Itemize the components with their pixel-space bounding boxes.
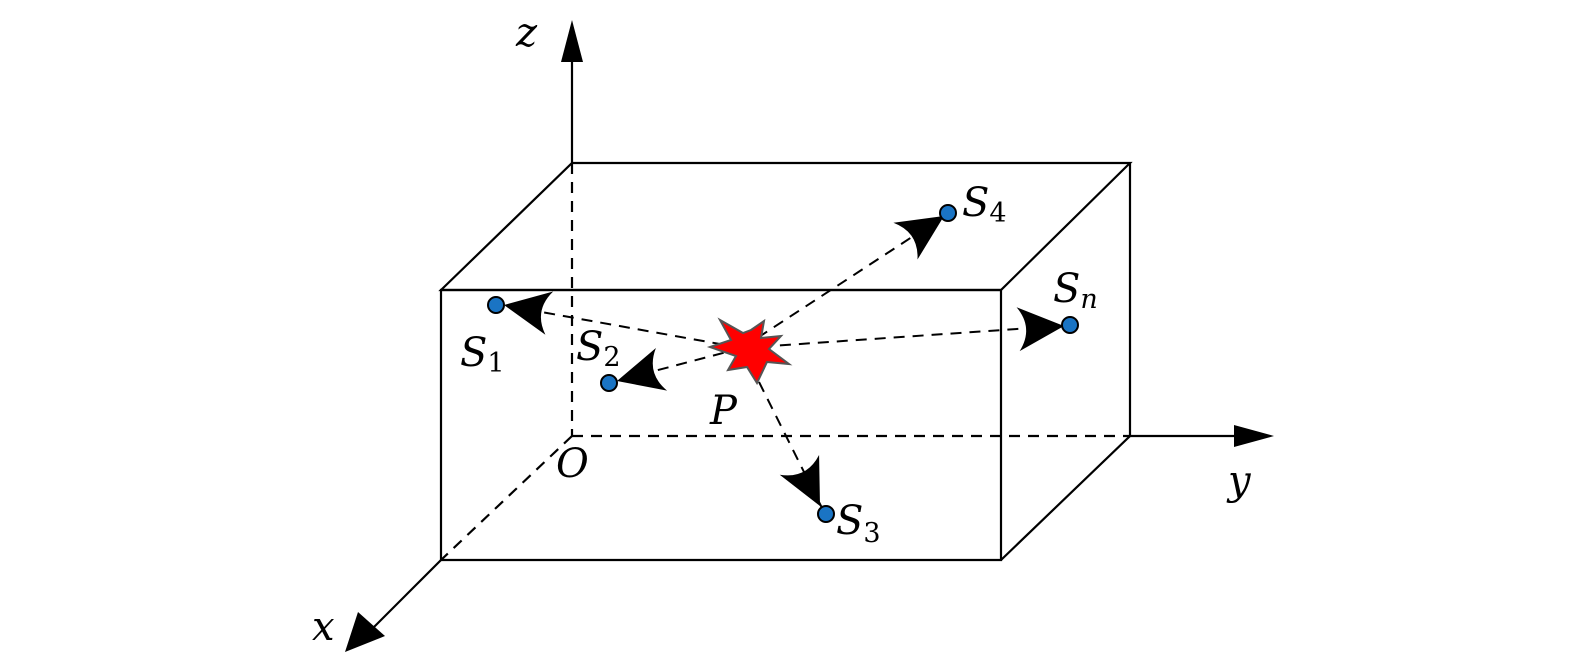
arrowhead-s1 — [504, 291, 554, 335]
sensor-label-s2-sub: 2 — [603, 342, 620, 373]
hidden-edge-diagonal — [440, 435, 573, 561]
arrowhead-s4 — [893, 216, 944, 260]
arrowhead-s2 — [617, 348, 668, 391]
axis-labels: z y x O — [312, 10, 1252, 650]
sensor-label-s2: S2 — [576, 324, 621, 373]
sensor-label-sn: Sn — [1053, 266, 1098, 315]
ray-to-sn — [741, 325, 1061, 349]
y-axis-arrowhead — [1234, 425, 1274, 447]
x-axis-arrowhead — [345, 612, 385, 652]
y-axis-label: y — [1226, 458, 1252, 504]
sensor-label-sn-base: S — [1053, 266, 1080, 312]
arrowhead-sn — [1016, 307, 1064, 352]
ray-arrowheads — [504, 216, 1064, 506]
ray-to-s4 — [741, 219, 939, 349]
sensor-label-s1: S1 — [460, 330, 505, 379]
box-top-face — [438, 161, 1133, 292]
arrowhead-s3 — [779, 455, 820, 506]
sensor-label-s3: S3 — [836, 498, 881, 549]
axes — [345, 20, 1274, 652]
sensor-s4 — [939, 204, 957, 222]
source-label: P — [709, 388, 738, 434]
x-axis — [367, 559, 442, 634]
box-hidden-edges — [440, 163, 1130, 561]
sensor-label-sn-sub: n — [1080, 284, 1097, 315]
sensor-label-s1-sub: 1 — [487, 348, 504, 379]
sensor-labels: S1 S2 S3 S4 Sn — [460, 180, 1098, 549]
origin-label: O — [556, 441, 589, 487]
sensor-label-s3-sub: 3 — [863, 518, 880, 549]
ray-to-s1 — [507, 305, 743, 349]
sensor-label-s4-base: S — [962, 180, 989, 226]
box-right-face — [1000, 163, 1132, 561]
sensor-label-s1-base: S — [460, 330, 487, 376]
source-burst-icon — [706, 317, 793, 386]
sensor-s1 — [487, 296, 505, 314]
z-axis-label: z — [515, 10, 538, 56]
sensor-label-s2-base: S — [576, 324, 603, 370]
x-axis-label: x — [312, 604, 335, 650]
sensor-sn — [1061, 316, 1079, 334]
sensor-s2 — [600, 374, 618, 392]
sensors — [487, 204, 1079, 523]
sensor-label-s4: S4 — [962, 180, 1007, 229]
sensor-label-s3-base: S — [836, 498, 863, 544]
sensor-s3 — [817, 505, 835, 523]
sensor-label-s4-sub: 4 — [989, 198, 1006, 229]
z-axis-arrowhead — [561, 20, 583, 62]
